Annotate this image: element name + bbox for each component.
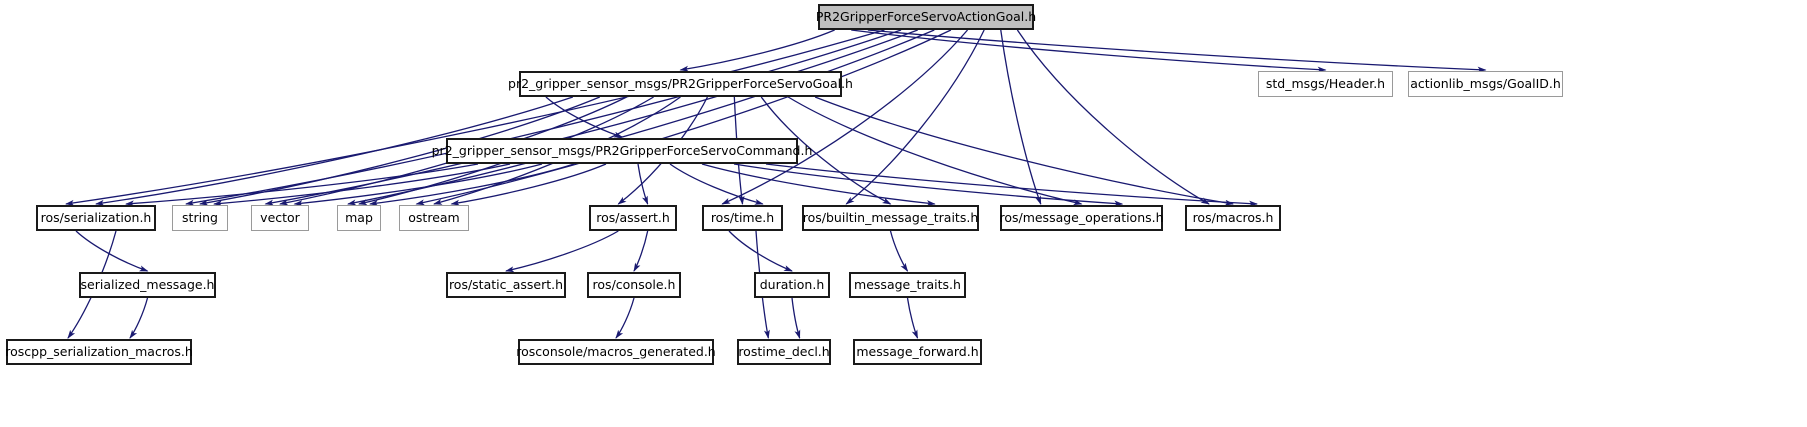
edge-ros-assert-h-to-ros-console-h [633,230,649,272]
edge-pr2-gripper-sensor-msgs-pr2gripperforceservocommand-h-to-ros-builtin-message-traits-h [701,163,936,207]
edge-pr2gripperforceservoactiongoal-h-to-string [185,29,902,206]
graph-node-ros-builtin-message-traits-h[interactable]: ros/builtin_message_traits.h [802,205,979,231]
edge-pr2-gripper-sensor-msgs-pr2gripperforceservocommand-h-to-ros-time-h [669,163,764,205]
graph-node-label: ros/serialization.h [40,209,152,225]
edge-pr2gripperforceservoactiongoal-h-to-pr2-gripper-sensor-msgs-pr2gripperforceservogoal-h [679,29,835,72]
edge-pr2-gripper-sensor-msgs-pr2gripperforceservogoal-h-to-string [199,96,600,206]
graph-node-ros-time-h[interactable]: ros/time.h [702,205,783,231]
edge-pr2-gripper-sensor-msgs-pr2gripperforceservocommand-h-to-ros-macros-h [765,163,1258,207]
edge-ros-console-h-to-rosconsole-macros-generated-h [615,297,635,339]
graph-node-label: rosconsole/macros_generated.h [516,343,716,359]
graph-node-ros-console-h[interactable]: ros/console.h [587,272,681,298]
graph-node-ros-message-operations-h[interactable]: ros/message_operations.h [999,205,1164,231]
graph-node-label: map [345,209,373,225]
graph-node-label: ros/assert.h [596,209,670,225]
graph-node-std-msgs-header-h[interactable]: std_msgs/Header.h [1258,71,1393,97]
edge-pr2-gripper-sensor-msgs-pr2gripperforceservocommand-h-to-ros-serialization-h [125,163,479,207]
edge-message-traits-h-to-message-forward-h [906,297,919,339]
graph-node-label: pr2_gripper_sensor_msgs/PR2GripperForceS… [431,142,813,158]
graph-node-label: serialized_message.h [80,276,215,292]
edge-pr2gripperforceservoactiongoal-h-to-vector [264,29,918,206]
edge-pr2-gripper-sensor-msgs-pr2gripperforceservocommand-h-to-map [369,163,575,207]
edge-pr2gripperforceservoactiongoal-h-to-ros-time-h [721,29,969,205]
graph-node-label: ros/macros.h [1192,209,1274,225]
graph-node-label: actionlib_msgs/GoalID.h [1410,75,1561,91]
graph-node-label: roscpp_serialization_macros.h [5,343,193,359]
graph-node-pr2gripperforceservoactiongoal-h[interactable]: PR2GripperForceServoActionGoal.h [816,4,1036,30]
edge-pr2-gripper-sensor-msgs-pr2gripperforceservocommand-h-to-vector [293,163,543,207]
graph-node-duration-h[interactable]: duration.h [754,272,830,298]
graph-node-label: message_forward.h [856,343,979,359]
graph-node-pr2-gripper-sensor-msgs-pr2gripperforceservocommand-h[interactable]: pr2_gripper_sensor_msgs/PR2GripperForceS… [432,138,812,164]
graph-node-label: ros/static_assert.h [448,276,564,292]
graph-node-label: ros/time.h [710,209,775,225]
graph-node-actionlib-msgs-goalid-h[interactable]: actionlib_msgs/GoalID.h [1408,71,1563,97]
graph-node-ostream[interactable]: ostream [399,205,469,231]
graph-node-ros-assert-h[interactable]: ros/assert.h [589,205,677,231]
edge-pr2-gripper-sensor-msgs-pr2gripperforceservocommand-h-to-ros-assert-h [637,163,649,205]
graph-node-message-forward-h[interactable]: message_forward.h [853,339,982,365]
graph-node-label: PR2GripperForceServoActionGoal.h [815,8,1037,24]
edge-pr2-gripper-sensor-msgs-pr2gripperforceservocommand-h-to-ros-message-operations-h [733,163,1124,207]
edge-ros-serialization-h-to-serialized-message-h [75,230,149,272]
edge-pr2-gripper-sensor-msgs-pr2gripperforceservogoal-h-to-pr2-gripper-sensor-msgs-pr2gripperforceservocommand-h [545,96,623,138]
graph-node-label: duration.h [759,276,825,292]
graph-node-label: vector [260,209,300,225]
graph-node-label: message_traits.h [854,276,961,292]
edge-pr2-gripper-sensor-msgs-pr2gripperforceservogoal-h-to-ros-macros-h [814,96,1234,206]
edge-pr2-gripper-sensor-msgs-pr2gripperforceservogoal-h-to-ros-message-operations-h [787,96,1083,206]
edge-pr2-gripper-sensor-msgs-pr2gripperforceservocommand-h-to-string [213,163,511,207]
edge-ros-assert-h-to-ros-static-assert-h [505,230,619,273]
graph-node-label: std_msgs/Header.h [1265,75,1386,91]
edge-pr2gripperforceservoactiongoal-h-to-std-msgs-header-h [851,29,1327,73]
edge-duration-h-to-rostime-decl-h [791,297,801,339]
edge-serialized-message-h-to-roscpp-serialization-macros-h [129,297,149,339]
edge-ros-builtin-message-traits-h-to-message-traits-h [889,230,909,272]
edge-ros-time-h-to-duration-h [728,230,793,272]
edge-pr2-gripper-sensor-msgs-pr2gripperforceservogoal-h-to-ros-serialization-h [95,96,574,206]
graph-node-roscpp-serialization-macros-h[interactable]: roscpp_serialization_macros.h [5,339,193,365]
edge-pr2-gripper-sensor-msgs-pr2gripperforceservocommand-h-to-ostream [450,163,607,206]
edge-pr2gripperforceservoactiongoal-h-to-ros-message-operations-h [1000,29,1042,205]
graph-node-ros-serialization-h[interactable]: ros/serialization.h [36,205,156,231]
graph-node-rostime-decl-h[interactable]: rostime_decl.h [737,339,831,365]
graph-node-ros-static-assert-h[interactable]: ros/static_assert.h [446,272,566,298]
graph-node-string[interactable]: string [172,205,228,231]
edge-pr2gripperforceservoactiongoal-h-to-actionlib-msgs-goalid-h [867,29,1487,73]
graph-node-serialized-message-h[interactable]: serialized_message.h [79,272,216,298]
graph-node-label: ros/message_operations.h [999,209,1164,225]
graph-node-rosconsole-macros-generated-h[interactable]: rosconsole/macros_generated.h [516,339,716,365]
graph-node-ros-macros-h[interactable]: ros/macros.h [1185,205,1281,231]
graph-node-label: ros/console.h [592,276,676,292]
graph-node-label: string [182,209,218,225]
graph-node-label: rostime_decl.h [738,343,830,359]
edge-pr2gripperforceservoactiongoal-h-to-ros-macros-h [1016,29,1210,205]
graph-node-label: ros/builtin_message_traits.h [802,209,979,225]
graph-node-map[interactable]: map [337,205,381,231]
edge-pr2-gripper-sensor-msgs-pr2gripperforceservogoal-h-to-ros-builtin-message-traits-h [760,96,892,205]
edge-pr2gripperforceservoactiongoal-h-to-ros-serialization-h [65,29,885,206]
graph-node-message-traits-h[interactable]: message_traits.h [849,272,966,298]
graph-node-pr2-gripper-sensor-msgs-pr2gripperforceservogoal-h[interactable]: pr2_gripper_sensor_msgs/PR2GripperForceS… [508,71,853,97]
graph-node-label: ostream [408,209,460,225]
edge-pr2gripperforceservoactiongoal-h-to-ros-builtin-message-traits-h [845,29,985,205]
graph-node-label: pr2_gripper_sensor_msgs/PR2GripperForceS… [508,75,853,91]
graph-node-vector[interactable]: vector [251,205,309,231]
